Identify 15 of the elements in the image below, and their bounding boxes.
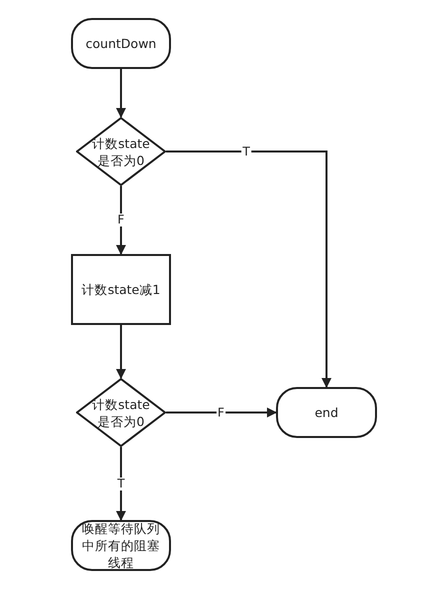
- process-box: 计数state减1: [71, 254, 171, 325]
- edge-label: T: [116, 477, 126, 490]
- edge-label: F: [116, 214, 126, 226]
- arrow: [116, 69, 126, 118]
- arrow: [166, 408, 277, 418]
- terminal-box: countDown: [71, 18, 171, 69]
- decision-diamond: 计数state是否为0: [76, 378, 166, 447]
- terminal-box: 唤醒等待队列中所有的阻塞线程: [71, 520, 171, 571]
- edge-label: F: [216, 406, 226, 419]
- edge-label: T: [242, 145, 251, 158]
- decision-diamond: 计数state是否为0: [76, 117, 166, 186]
- arrow: [166, 150, 332, 388]
- terminal-box: end: [276, 387, 377, 438]
- arrow: [116, 186, 126, 255]
- arrow: [116, 325, 126, 379]
